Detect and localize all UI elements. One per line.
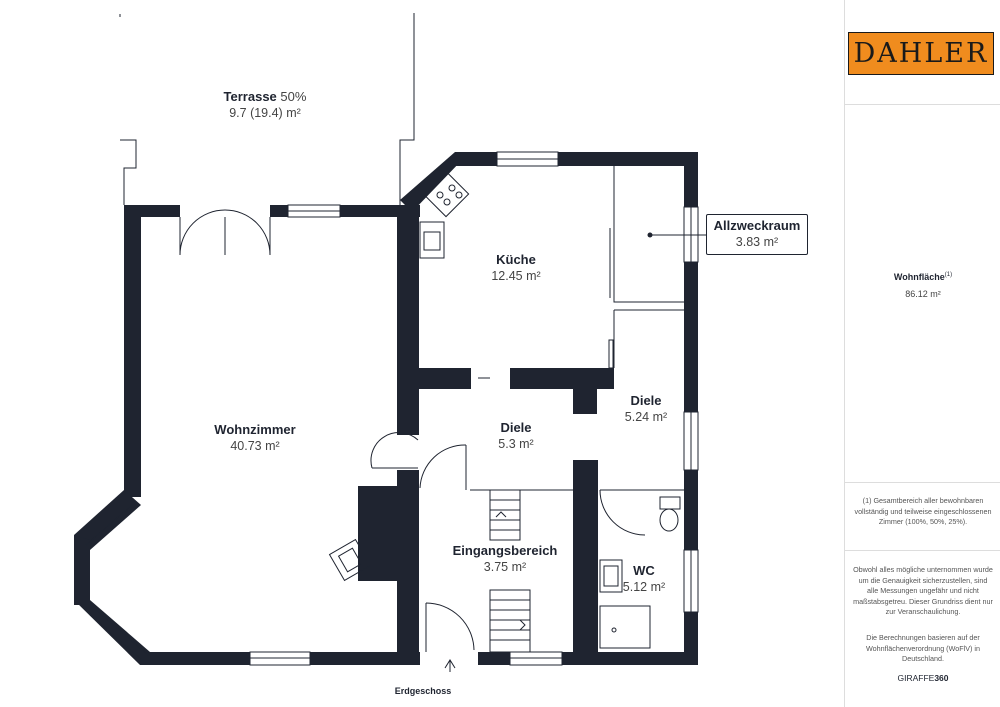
footnote: (1) Gesamtbereich aller bewohnbaren voll… — [854, 496, 992, 526]
room-name-eingangsbereich: Eingangsbereich — [452, 543, 558, 558]
giraffe360-brand: GIRAFFE360 — [845, 673, 1000, 683]
room-suffix-terrasse: 50% — [280, 89, 307, 104]
room-kueche: Küche 12.45 m² — [466, 251, 566, 285]
room-name-terrasse: Terrasse — [223, 89, 277, 104]
floor-plan: Terrasse 50% 9.7 (19.4) m² Küche 12.45 m… — [74, 13, 808, 696]
thin-lines — [79, 151, 706, 672]
brand-light: GIRAFFE — [897, 673, 935, 683]
room-area-allzweckraum: 3.83 m² — [735, 235, 779, 249]
divider — [845, 482, 1000, 483]
divider — [845, 104, 1000, 105]
room-area-eingangsbereich: 3.75 m² — [483, 560, 527, 574]
room-wc: WC 5.12 m² — [604, 562, 684, 596]
disclaimer: Obwohl alles mögliche unternommen wurde … — [853, 565, 993, 616]
floor-plan-drawing — [74, 13, 706, 672]
room-area-wohnzimmer: 40.73 m² — [230, 439, 280, 453]
room-eingangsbereich: Eingangsbereich 3.75 m² — [445, 542, 565, 576]
room-name-wohnzimmer: Wohnzimmer — [214, 422, 296, 437]
walls — [74, 152, 698, 665]
brand-bold: 360 — [934, 673, 949, 683]
room-diele-2: Diele 5.24 m² — [606, 392, 686, 426]
room-area-diele-1: 5.3 m² — [498, 437, 534, 451]
wohnflaeche-value: 86.12 m² — [905, 289, 941, 299]
floor-label: Erdgeschoss — [394, 686, 452, 696]
room-area-diele-2: 5.24 m² — [624, 410, 668, 424]
room-diele-1: Diele 5.3 m² — [476, 419, 556, 453]
wohnflaeche-label: Wohnfläche — [893, 272, 945, 282]
calculation-note: Die Berechnungen basieren auf der Wohnfl… — [866, 633, 980, 663]
room-name-diele-1: Diele — [500, 420, 532, 435]
terrace-edge — [399, 13, 415, 205]
room-name-allzweckraum: Allzweckraum — [713, 218, 801, 233]
logo-text: DAHLER — [853, 38, 989, 69]
room-name-wc: WC — [633, 563, 655, 578]
divider — [845, 550, 1000, 551]
wohnflaeche-footnote-mark: (1) — [944, 272, 953, 278]
room-area-terrasse: 9.7 (19.4) m² — [229, 106, 301, 120]
room-name-diele-2: Diele — [630, 393, 662, 408]
room-area-wc: 5.12 m² — [622, 580, 666, 594]
room-name-kueche: Küche — [496, 252, 536, 267]
terrace-edge-left — [120, 139, 137, 205]
room-terrasse: Terrasse 50% 9.7 (19.4) m² — [195, 88, 335, 122]
dahler-logo: DAHLER — [848, 32, 994, 75]
room-wohnzimmer: Wohnzimmer 40.73 m² — [195, 421, 315, 455]
wohnflaeche-title: Wohnfläche(1) — [845, 272, 1000, 282]
info-sidebar: DAHLER Wohnfläche(1) 86.12 m² (1) Gesamt… — [844, 0, 1000, 707]
room-allzweckraum: Allzweckraum 3.83 m² — [706, 214, 808, 255]
room-area-kueche: 12.45 m² — [491, 269, 541, 283]
